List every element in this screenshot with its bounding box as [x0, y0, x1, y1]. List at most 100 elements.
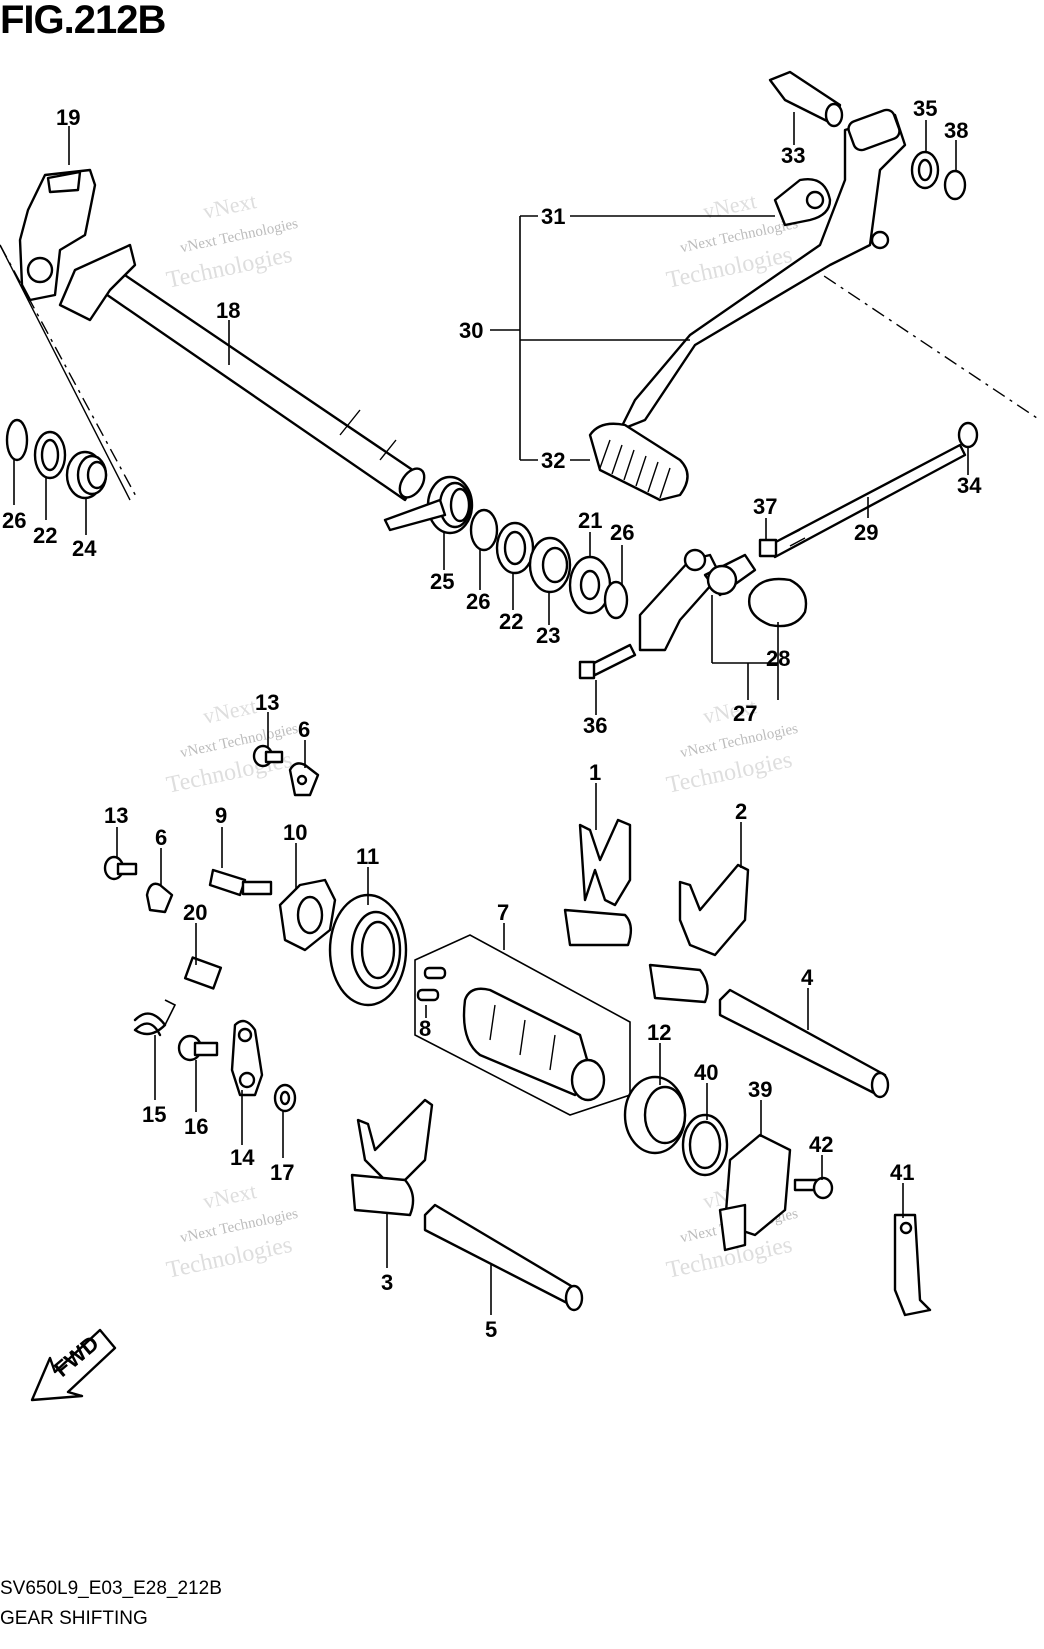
callout-25: 25 [430, 569, 454, 594]
callout-29: 29 [854, 520, 878, 545]
callout-13: 13 [104, 803, 128, 828]
part-1-shift-fork [563, 818, 633, 947]
part-12-needle-bearing [623, 1075, 687, 1155]
part-33-pivot-bolt [768, 70, 844, 128]
callout-labels: 19 18 26 22 24 25 26 22 23 21 26 31 30 3… [2, 96, 982, 1342]
callout-42: 42 [809, 1132, 833, 1157]
callout-17: 17 [270, 1160, 294, 1185]
part-6-stopper-upper [288, 762, 320, 797]
callout-10: 10 [283, 820, 307, 845]
leader-lines [13, 112, 969, 1315]
callout-34: 34 [957, 473, 982, 498]
part-26-circlip-left [5, 418, 29, 462]
callout-20: 20 [183, 900, 207, 925]
callout-40: 40 [694, 1060, 718, 1085]
part-15-spring [133, 999, 177, 1037]
part-18-gearshift-shaft [58, 243, 426, 502]
watermark-text: vNext [201, 1178, 259, 1214]
part-40-o-ring [681, 1113, 729, 1177]
part-19-shift-arm [18, 168, 97, 302]
callout-6: 6 [298, 717, 310, 742]
callout-15: 15 [142, 1102, 166, 1127]
part-6-stopper-lower [145, 882, 174, 914]
callout-28: 28 [766, 646, 790, 671]
callout-16: 16 [184, 1114, 208, 1139]
part-20-plug [183, 956, 223, 990]
part-23-bearing [528, 536, 572, 594]
callout-27: 27 [733, 701, 757, 726]
part-31-lever-pivot [773, 178, 832, 227]
part-7-gearshift-cam [414, 934, 631, 1116]
callout-7: 7 [497, 900, 509, 925]
part-36-bolt [578, 643, 637, 680]
callout-38: 38 [944, 118, 968, 143]
part-30-gearshift-lever [618, 108, 907, 432]
callout-23: 23 [536, 623, 560, 648]
watermark-text: vNext [701, 188, 759, 224]
part-3-shift-fork [350, 1098, 434, 1217]
part-41-clamp [893, 1213, 932, 1317]
callout-32: 32 [541, 448, 565, 473]
callout-4: 4 [801, 965, 814, 990]
part-27-shift-arm [638, 548, 757, 652]
part-28-rubber-boot [748, 577, 808, 628]
callout-37: 37 [753, 494, 777, 519]
part-39-gear-position-switch [718, 1133, 792, 1252]
callout-26: 26 [2, 508, 26, 533]
watermark-text: vNext [201, 693, 259, 729]
part-42-screw [793, 1176, 834, 1200]
callout-26: 26 [610, 520, 634, 545]
callout-3: 3 [381, 1270, 393, 1295]
part-9-shift-cam-bolt [208, 868, 273, 897]
diagram-code: SV650L9_E03_E28_212B [0, 1578, 222, 1599]
callout-35: 35 [913, 96, 937, 121]
part-14-shift-cam-stopper-lever [230, 1019, 264, 1097]
part-8-pin [416, 966, 447, 1002]
part-34-rod-nut [957, 421, 979, 449]
assembly-center-lines [0, 244, 1041, 501]
callout-26: 26 [466, 589, 490, 614]
callout-1: 1 [589, 760, 601, 785]
part-22-washer-left [33, 430, 67, 480]
part-16-bolt [177, 1034, 219, 1062]
part-5-fork-shaft [423, 1203, 584, 1312]
part-25-return-spring [383, 475, 474, 535]
callout-2: 2 [735, 799, 747, 824]
callout-24: 24 [72, 536, 97, 561]
part-35-washer [910, 150, 940, 190]
part-22-washer-center [495, 521, 535, 575]
part-32-shift-pedal-rubber [588, 422, 689, 502]
callout-30: 30 [459, 318, 483, 343]
part-2-shift-fork [648, 863, 750, 1004]
fwd-direction-arrow: FWD [30, 1328, 117, 1402]
part-4-fork-shaft [718, 988, 890, 1099]
callout-18: 18 [216, 298, 240, 323]
part-26-circlip-center [469, 508, 499, 552]
callout-8: 8 [419, 1016, 431, 1041]
callout-12: 12 [647, 1020, 671, 1045]
part-21-washer [568, 555, 612, 615]
part-13-screw-upper [252, 744, 284, 768]
callout-6: 6 [155, 825, 167, 850]
callout-22: 22 [499, 609, 523, 634]
callout-21: 21 [578, 508, 602, 533]
part-24-oil-seal [65, 450, 108, 500]
callout-36: 36 [583, 713, 607, 738]
callout-31: 31 [541, 204, 565, 229]
callout-5: 5 [485, 1317, 497, 1342]
callout-39: 39 [748, 1077, 772, 1102]
part-13-screw-lower [103, 855, 138, 881]
part-38-circlip [943, 169, 967, 201]
callout-33: 33 [781, 143, 805, 168]
diagram-name: GEAR SHIFTING [0, 1608, 148, 1629]
callout-13: 13 [255, 690, 279, 715]
callout-14: 14 [230, 1145, 255, 1170]
part-26-circlip-right [603, 580, 629, 620]
figure-title: FIG.212B [0, 0, 166, 42]
watermark-text: vNext [201, 188, 259, 224]
callout-41: 41 [890, 1160, 914, 1185]
part-17-washer [273, 1083, 297, 1113]
callout-9: 9 [215, 803, 227, 828]
callout-11: 11 [356, 844, 379, 869]
callout-22: 22 [33, 523, 57, 548]
